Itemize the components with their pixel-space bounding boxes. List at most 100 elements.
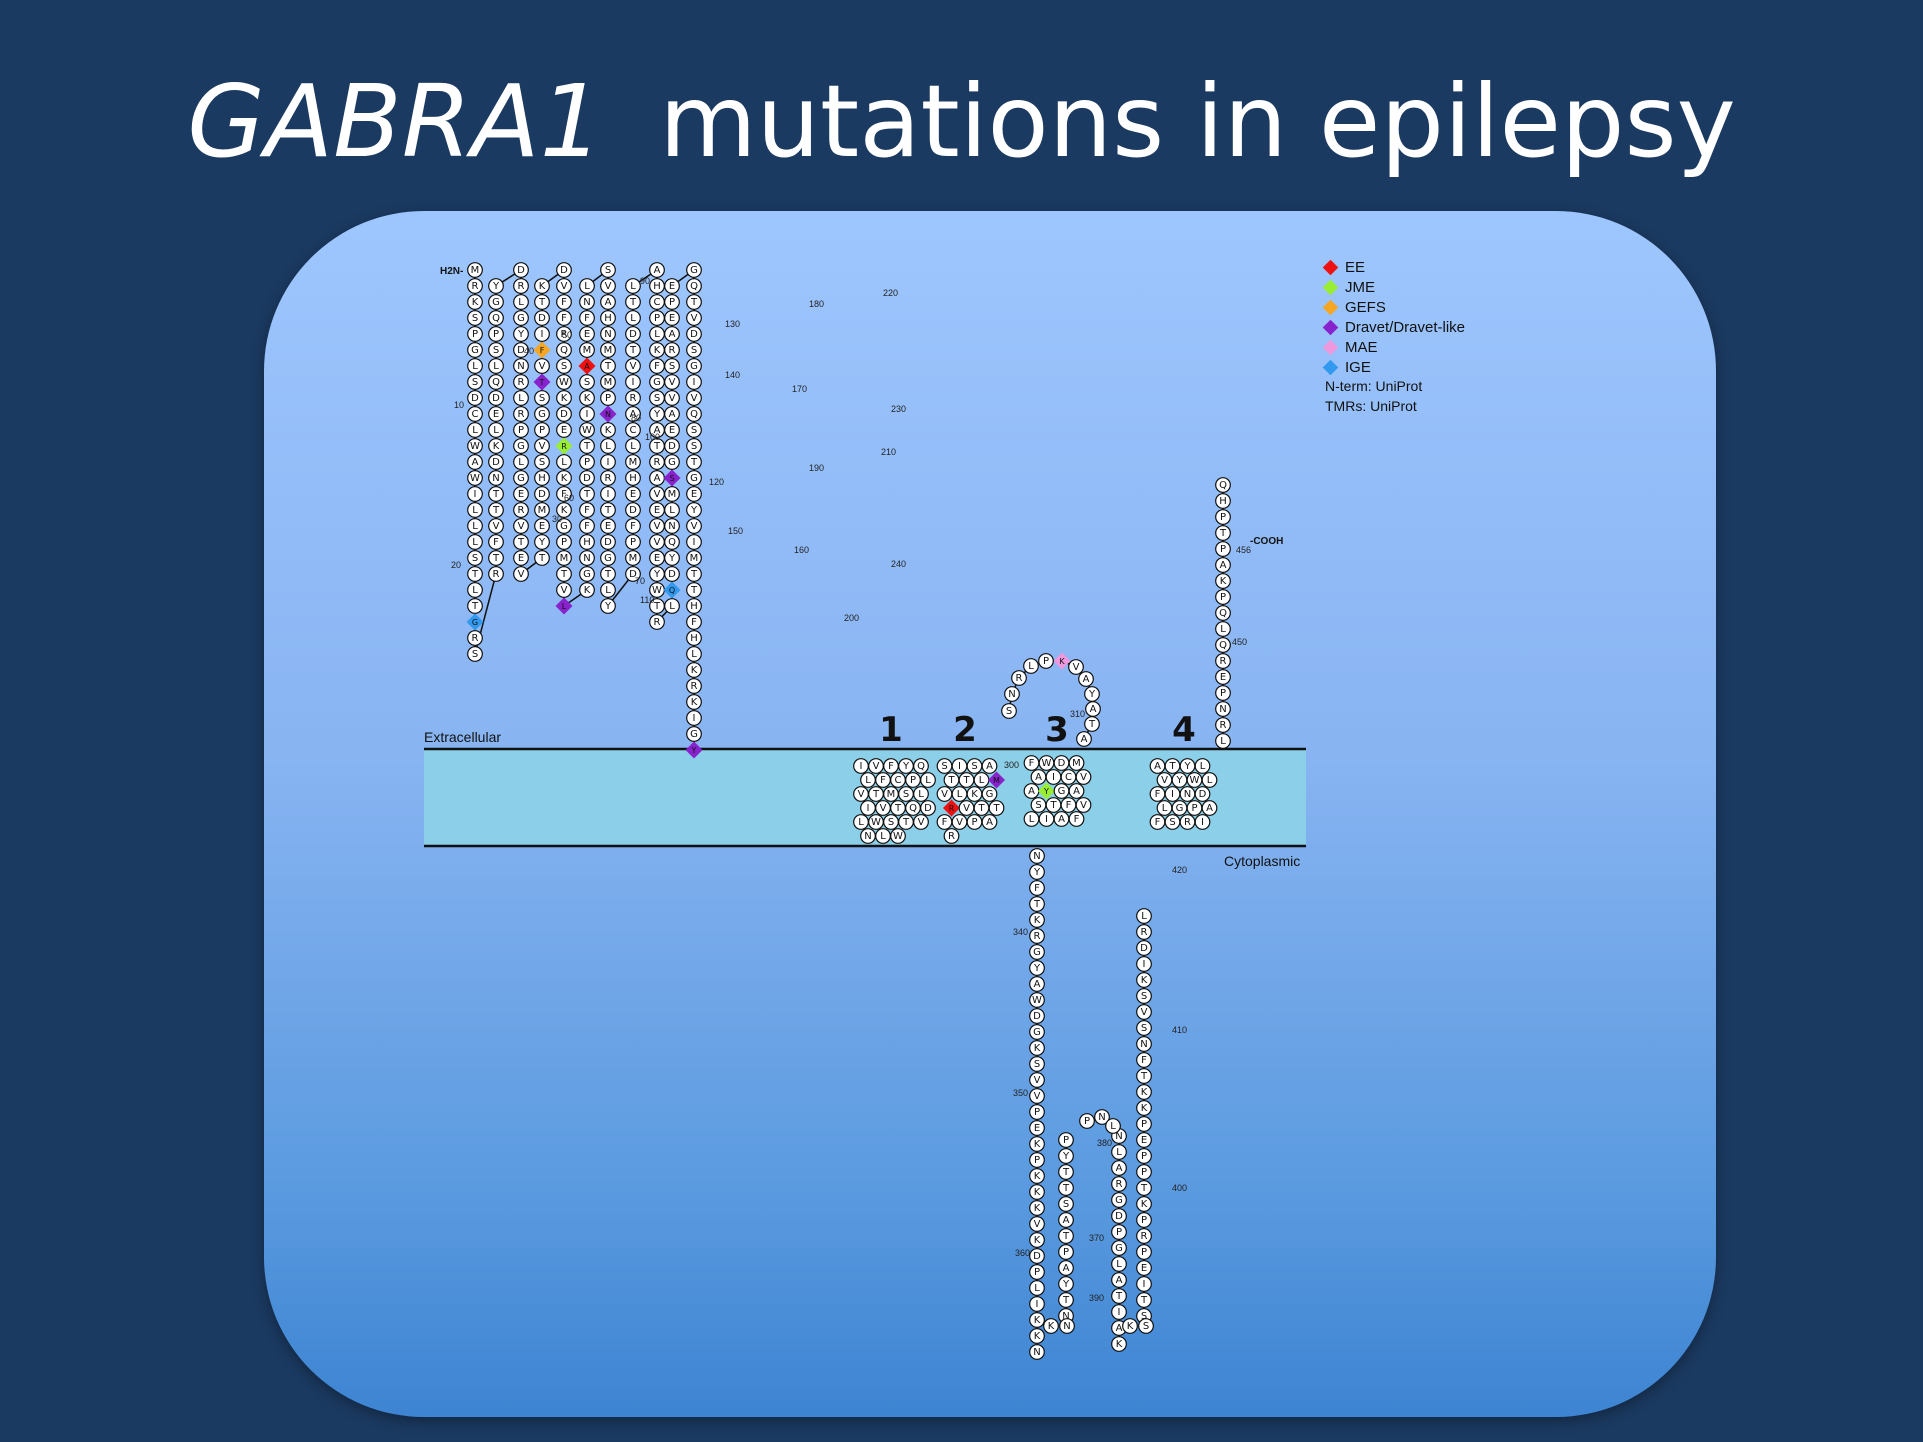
svg-text:T: T <box>604 361 612 372</box>
svg-text:R: R <box>561 329 568 340</box>
svg-text:A: A <box>1154 761 1161 772</box>
svg-text:W: W <box>470 473 480 484</box>
position-label: 170 <box>792 384 807 394</box>
residue: R <box>1215 653 1231 669</box>
residue: P <box>1186 800 1203 816</box>
residue: V <box>600 278 616 294</box>
residue: F <box>1136 1052 1152 1068</box>
svg-text:E: E <box>654 553 660 564</box>
svg-text:R: R <box>948 831 955 842</box>
position-label: 210 <box>881 447 896 457</box>
svg-text:F: F <box>630 521 636 532</box>
mutation-residue: R <box>555 437 573 455</box>
residue: V <box>686 390 702 406</box>
svg-text:N: N <box>604 329 611 340</box>
residue: Q <box>905 800 921 816</box>
residue: G <box>534 406 550 422</box>
svg-text:H: H <box>690 601 698 612</box>
residue: K <box>534 278 550 294</box>
residue: S <box>1030 797 1047 813</box>
ige-label: IGE <box>1345 359 1371 376</box>
svg-text:P: P <box>1141 1151 1147 1162</box>
svg-text:L: L <box>1220 624 1226 635</box>
svg-text:V: V <box>941 789 948 800</box>
tm3-label: 3 <box>1045 710 1069 750</box>
svg-text:L: L <box>1116 1259 1122 1270</box>
residue: A <box>664 406 680 422</box>
residue: L <box>1215 621 1231 637</box>
residue: P <box>625 534 641 550</box>
svg-text:T: T <box>902 817 910 828</box>
residue: K <box>1136 1100 1152 1116</box>
residue: R <box>1179 814 1196 830</box>
svg-text:P: P <box>1220 592 1226 603</box>
residue: L <box>664 502 680 518</box>
residue: L <box>579 278 595 294</box>
residue: M <box>467 262 483 278</box>
tm2-label: 2 <box>953 710 977 750</box>
svg-text:L: L <box>1220 736 1226 747</box>
svg-text:S: S <box>472 313 478 324</box>
svg-text:I: I <box>1201 817 1204 828</box>
svg-text:D: D <box>1033 1251 1041 1262</box>
residue: F <box>875 772 891 788</box>
position-label: 50 <box>562 330 572 340</box>
svg-text:V: V <box>654 521 661 532</box>
legend-item-ige: IGE <box>1322 359 1371 376</box>
svg-text:S: S <box>1141 991 1147 1002</box>
residue: M <box>625 454 641 470</box>
residue: I <box>1111 1304 1127 1320</box>
residue: L <box>1111 1256 1127 1272</box>
svg-text:D: D <box>1033 1011 1041 1022</box>
residue: Y <box>664 550 680 566</box>
residue: F <box>579 502 595 518</box>
svg-text:R: R <box>518 505 525 516</box>
residue: D <box>664 438 680 454</box>
residue: L <box>664 598 680 614</box>
residue: A <box>981 758 998 774</box>
svg-text:F: F <box>561 489 567 500</box>
mae-label: MAE <box>1345 339 1378 356</box>
svg-text:P: P <box>1084 1116 1090 1127</box>
residue: I <box>1164 786 1181 802</box>
residue: W <box>467 438 483 454</box>
residue: T <box>1111 1288 1127 1304</box>
dravet-label: Dravet/Dravet-like <box>1345 319 1465 336</box>
svg-text:E: E <box>605 521 611 532</box>
svg-text:L: L <box>518 297 524 308</box>
note-nterm: N-term: UniProt <box>1325 378 1422 394</box>
residue: S <box>467 310 483 326</box>
svg-text:Y: Y <box>1033 867 1041 878</box>
svg-text:F: F <box>584 313 590 324</box>
svg-text:D: D <box>1115 1211 1123 1222</box>
residue: I <box>1136 956 1152 972</box>
residue: T <box>1084 716 1100 732</box>
svg-text:A: A <box>1035 772 1042 783</box>
svg-text:R: R <box>1034 931 1041 942</box>
svg-text:F: F <box>584 505 590 516</box>
svg-text:E: E <box>669 313 675 324</box>
residue: V <box>1136 1004 1152 1020</box>
svg-text:T: T <box>492 505 500 516</box>
svg-text:A: A <box>1073 786 1080 797</box>
residue: V <box>875 800 891 816</box>
residue: W <box>1186 772 1203 788</box>
svg-text:I: I <box>632 377 635 388</box>
residue: L <box>1023 658 1039 674</box>
residue: D <box>1111 1208 1127 1224</box>
residue: T <box>1029 896 1045 912</box>
residue: I <box>1029 1296 1045 1312</box>
svg-text:T: T <box>1168 761 1176 772</box>
residue: V <box>649 518 665 534</box>
residue: R <box>556 326 572 342</box>
svg-text:I: I <box>1171 789 1174 800</box>
svg-text:D: D <box>690 329 698 340</box>
svg-text:E: E <box>669 425 675 436</box>
svg-text:D: D <box>517 265 525 276</box>
svg-text:D: D <box>492 393 500 404</box>
svg-text:A: A <box>1083 674 1090 685</box>
position-label: 410 <box>1172 1025 1187 1035</box>
svg-text:S: S <box>539 393 545 404</box>
svg-text:S: S <box>1141 1023 1147 1034</box>
residue: K <box>1029 1168 1045 1184</box>
